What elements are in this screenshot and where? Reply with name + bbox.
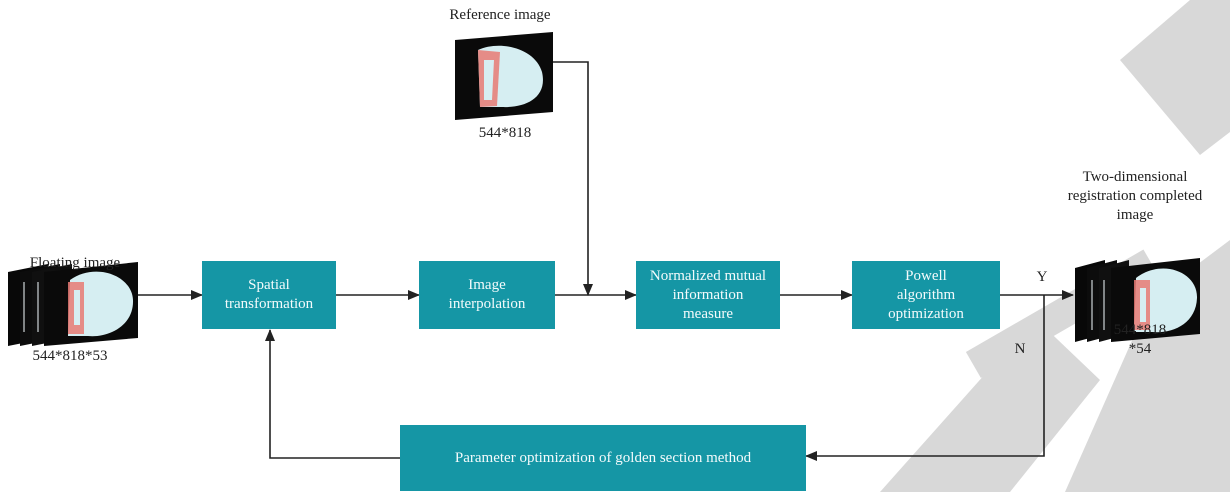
arrow-powell-to-golden [805,295,1045,461]
reference-image-size: 544*818 [478,125,532,141]
arrow-reference-to-line [553,61,593,296]
output-image-title: Two-dimensional registration completed i… [1067,169,1203,223]
spatial-transformation-step: Spatial transformation [202,261,336,329]
floating-image-title: Floating image [29,255,121,271]
powell-optimization-label: Powell algorithm optimization [888,267,964,322]
branch-no-label: N [1014,341,1026,357]
branch-yes-label: Y [1036,269,1048,285]
nmi-measure-step: Normalized mutual information measure [636,261,780,329]
image-interpolation-step: Image interpolation [419,261,555,329]
watermark-letter-top [1120,0,1230,155]
reference-image-title: Reference image [449,7,551,23]
arrow-golden-to-spatial [265,329,400,459]
floating-image-thumbnail [8,262,138,346]
floating-image-size: 544*818*53 [32,348,108,364]
nmi-measure-label: Normalized mutual information measure [649,267,767,322]
reference-image-thumbnail [455,32,553,120]
spatial-transformation-label: Spatial transformation [224,277,314,312]
golden-section-label: Parameter optimization of golden section… [454,449,752,466]
output-image-size: 544*818 *54 [1113,322,1167,357]
powell-optimization-step: Powell algorithm optimization [852,261,1000,329]
output-image-thumbnail [1075,258,1200,342]
golden-section-step: Parameter optimization of golden section… [400,425,806,491]
image-interpolation-label: Image interpolation [448,277,526,312]
watermark-letter-left [880,318,1100,492]
